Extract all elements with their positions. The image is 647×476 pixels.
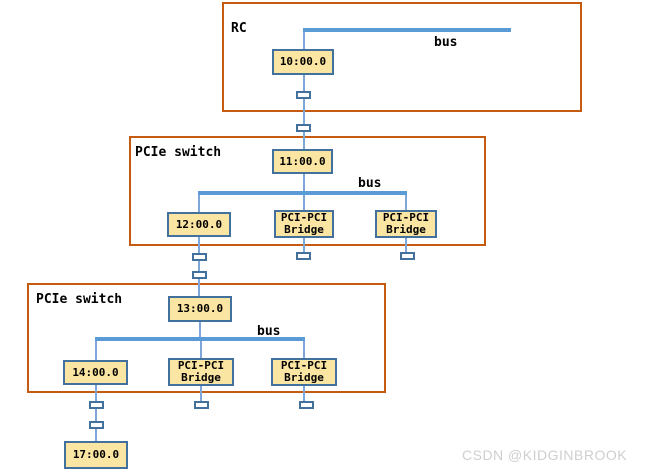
pcie-switch2-label: PCIe switch <box>36 292 123 307</box>
pcie-switch2-container <box>27 283 386 393</box>
port-connector <box>296 252 311 260</box>
connector-line <box>198 194 200 213</box>
connector-line <box>200 385 202 402</box>
node-13-00-0: 13:00.0 <box>168 296 232 322</box>
connector-line <box>200 339 202 359</box>
node-label-line2: Bridge <box>284 223 324 236</box>
connector-line <box>405 194 407 211</box>
node-label-line2: Bridge <box>386 223 426 236</box>
switch2-bus-label: bus <box>257 324 281 339</box>
rc-bus-line <box>303 28 511 32</box>
port-connector <box>89 421 104 429</box>
connector-line <box>303 385 305 402</box>
pcie-switch1-label: PCIe switch <box>135 145 222 160</box>
node-switch1-bridge1: PCI-PCI Bridge <box>274 210 334 238</box>
connector-line <box>199 321 201 337</box>
node-label: 12:00.0 <box>175 217 223 231</box>
node-label: 14:00.0 <box>72 365 119 379</box>
port-connector <box>400 252 415 260</box>
node-label: 13:00.0 <box>176 302 224 315</box>
node-label: 10:00.0 <box>279 55 327 68</box>
connector-line <box>405 237 407 253</box>
node-switch1-bridge2: PCI-PCI Bridge <box>375 210 437 238</box>
switch1-bus-label: bus <box>358 176 382 191</box>
connector-line <box>303 173 305 192</box>
node-12-00-0: 12:00.0 <box>167 212 231 237</box>
port-connector <box>296 124 311 132</box>
node-label-line1: PCI-PCI <box>382 211 430 224</box>
port-connector <box>299 401 314 409</box>
port-connector <box>192 253 207 261</box>
connector-line <box>303 237 305 253</box>
switch2-bus-line <box>95 337 305 341</box>
rc-bus-label: bus <box>434 35 458 50</box>
node-label-line2: Bridge <box>284 371 324 384</box>
node-14-00-0: 14:00.0 <box>63 360 128 385</box>
node-10-00-0: 10:00.0 <box>272 49 334 75</box>
connector-line <box>198 236 200 297</box>
node-11-00-0: 11:00.0 <box>272 149 333 174</box>
node-label-line1: PCI-PCI <box>177 359 225 372</box>
switch1-bus-line <box>198 191 407 195</box>
node-label: 11:00.0 <box>279 154 326 168</box>
node-label-line2: Bridge <box>181 371 221 384</box>
watermark-text: CSDN @KIDGINBROOK <box>462 447 628 463</box>
connector-line <box>303 75 305 150</box>
port-connector <box>192 271 207 279</box>
connector-line <box>95 384 97 442</box>
connector-line <box>95 339 97 361</box>
pcie-switch1-container <box>129 136 486 246</box>
node-label: 17:00.0 <box>72 448 120 461</box>
node-17-00-0: 17:00.0 <box>64 441 128 469</box>
node-switch2-bridge2: PCI-PCI Bridge <box>271 358 337 386</box>
connector-line <box>303 339 305 359</box>
port-connector <box>194 401 209 409</box>
rc-container <box>222 2 582 112</box>
node-switch2-bridge1: PCI-PCI Bridge <box>168 358 234 386</box>
port-connector <box>89 401 104 409</box>
rc-label: RC <box>231 21 247 36</box>
node-label-line1: PCI-PCI <box>280 211 328 224</box>
port-connector <box>296 91 311 99</box>
connector-line <box>303 30 305 50</box>
connector-line <box>303 194 305 211</box>
node-label-line1: PCI-PCI <box>280 359 328 372</box>
